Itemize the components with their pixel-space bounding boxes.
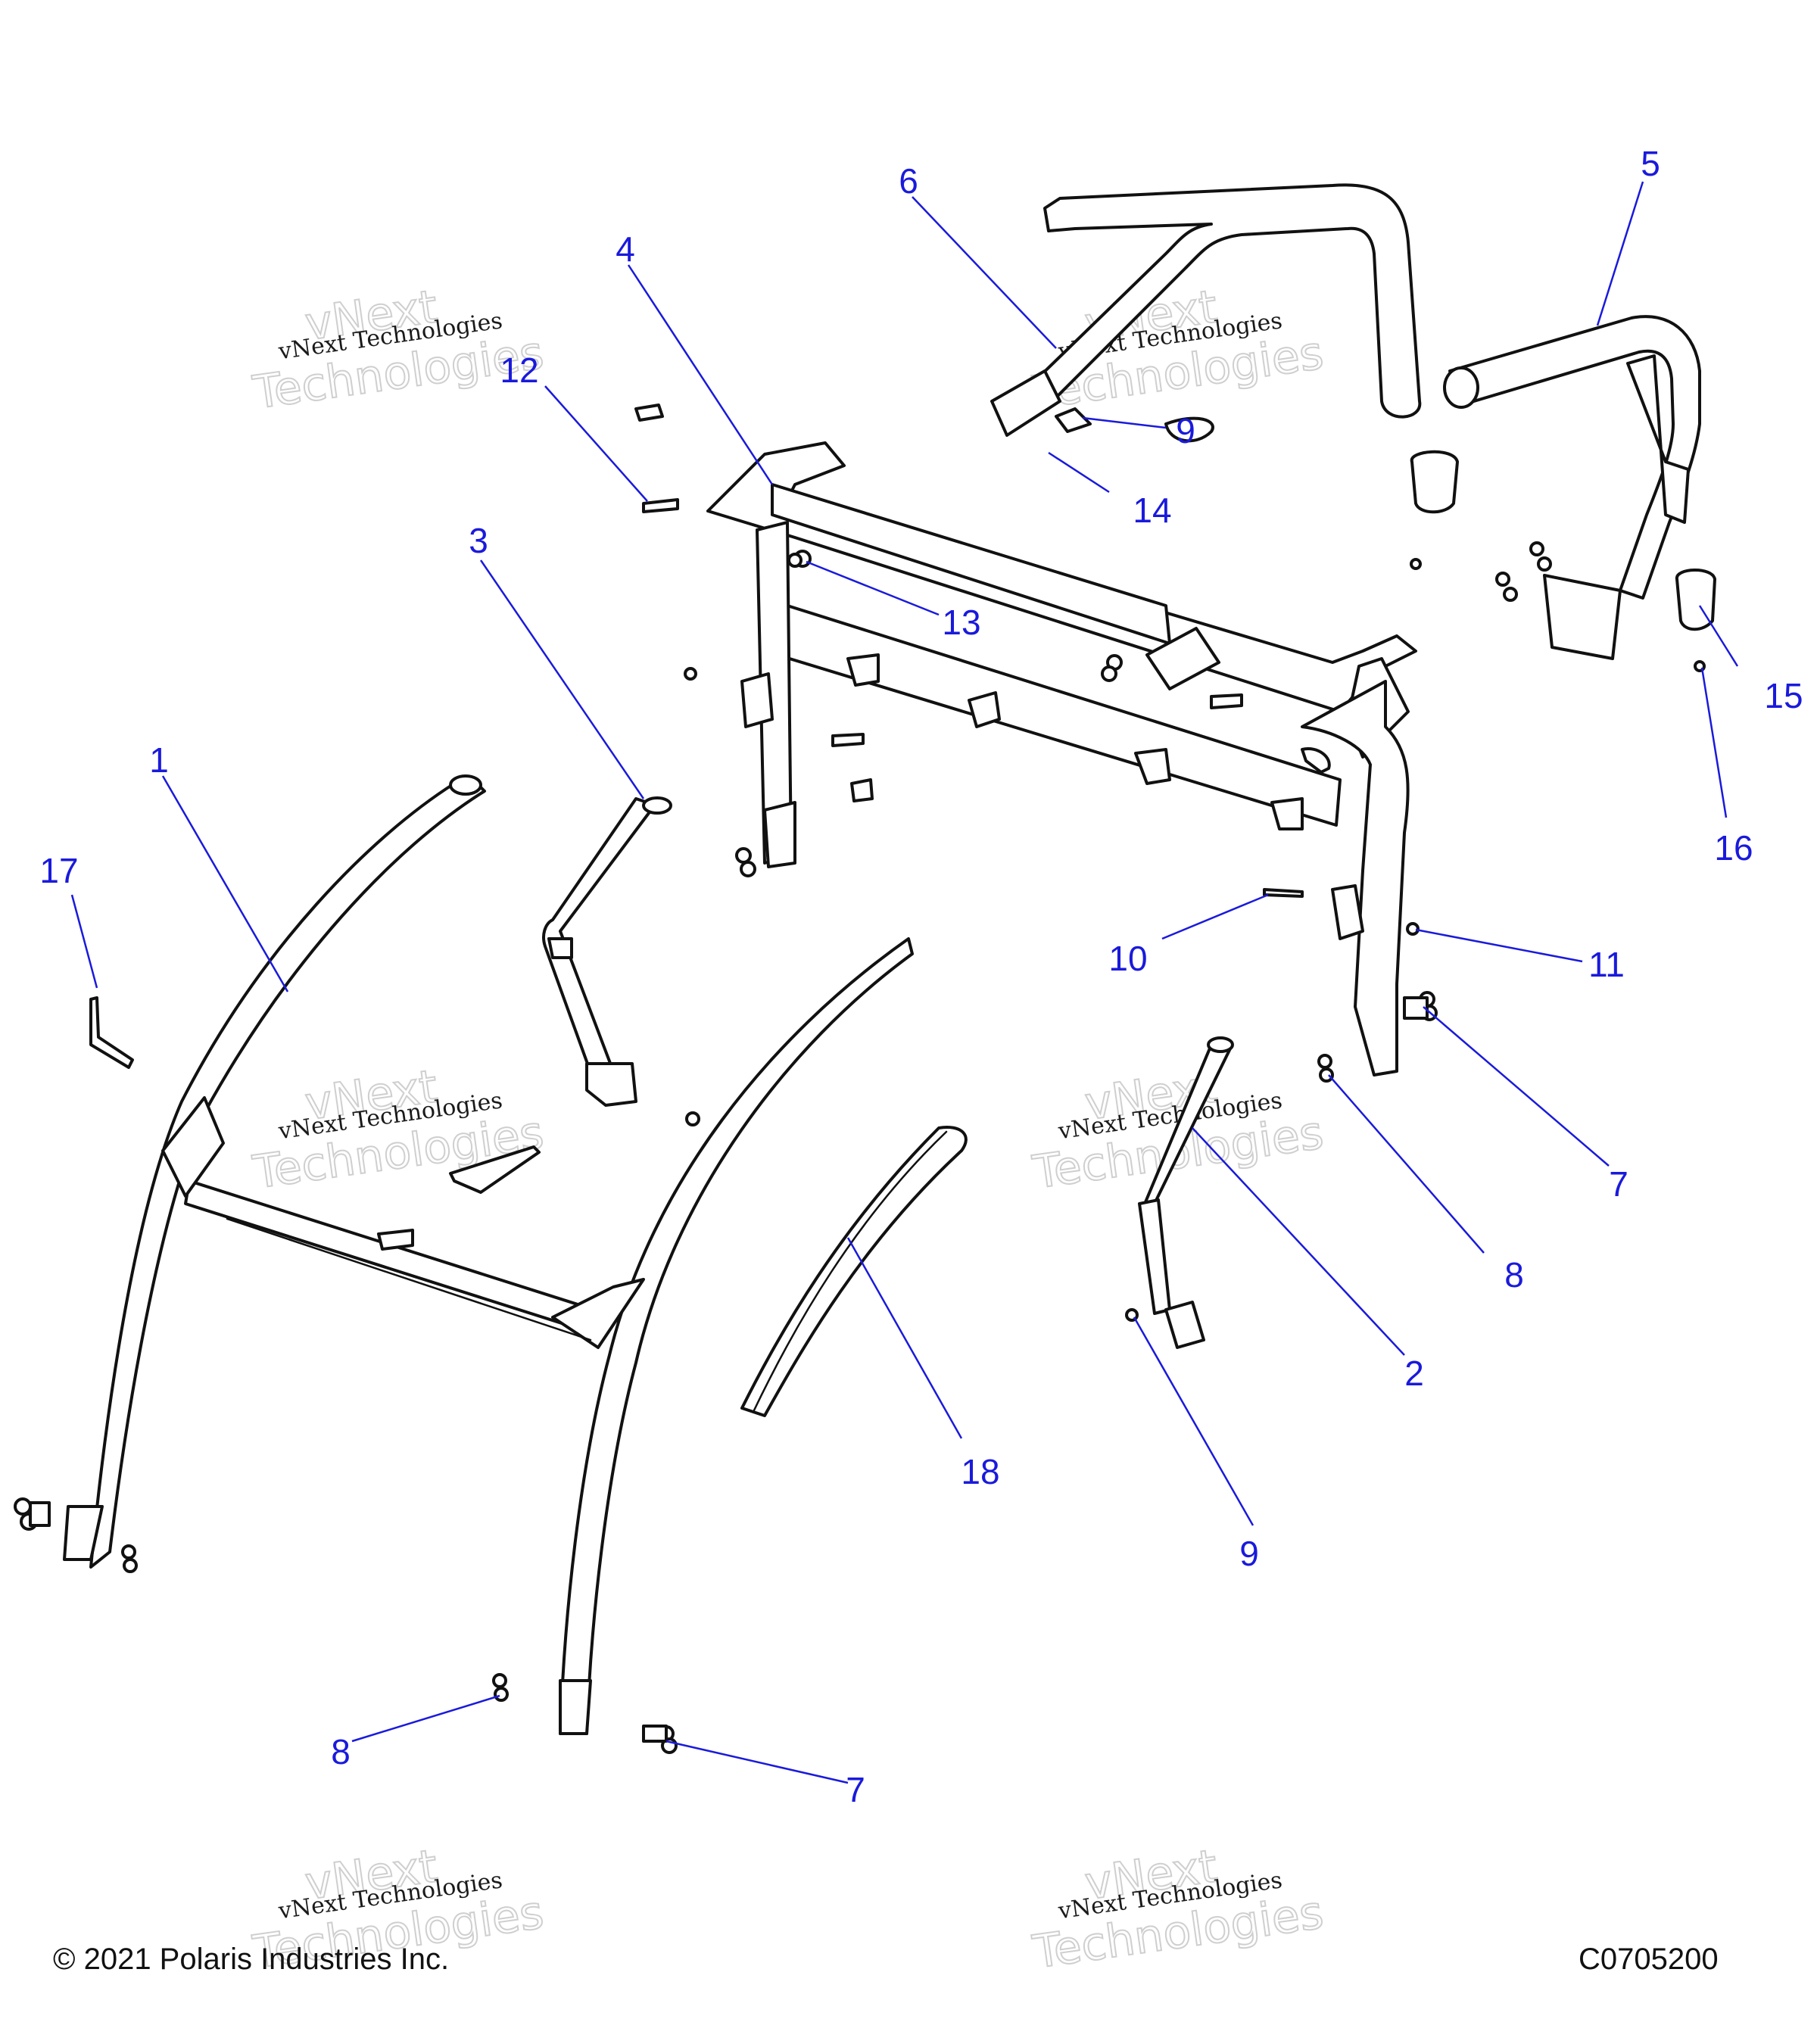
callout-9-upper: 9 [1176, 411, 1195, 450]
leader-lines [70, 181, 1739, 1784]
part-18-seal [740, 1126, 968, 1417]
callout-11: 11 [1588, 945, 1625, 984]
callout-6: 6 [899, 161, 918, 201]
watermark: vNext vNext Technologies Technologies [1029, 1839, 1327, 1980]
callout-7-lower: 7 [846, 1770, 865, 1809]
callout-2: 2 [1404, 1354, 1424, 1393]
callout-8-upper: 8 [1504, 1255, 1524, 1295]
part-3-brace [542, 796, 672, 1107]
part-6-upper-bar [990, 183, 1422, 443]
watermark: vNext vNext Technologies Technologies [249, 279, 547, 420]
callout-7-upper: 7 [1609, 1164, 1628, 1204]
callout-17: 17 [39, 851, 78, 890]
callout-18: 18 [961, 1452, 999, 1491]
callout-10: 10 [1108, 939, 1147, 978]
callout-16: 16 [1714, 828, 1753, 868]
callout-5: 5 [1641, 144, 1660, 183]
part-1-front-hoop [14, 774, 914, 1754]
callout-numbers: 1 2 3 4 5 6 7 7 8 8 9 9 10 11 12 13 14 1… [39, 144, 1803, 1809]
callout-12: 12 [500, 351, 538, 390]
callout-1: 1 [149, 740, 169, 780]
callout-9-lower: 9 [1239, 1534, 1259, 1573]
part-4-rear-frame [642, 441, 1417, 1077]
callout-13: 13 [942, 603, 980, 642]
callout-15: 15 [1764, 676, 1803, 715]
part-2-brace [1125, 1036, 1334, 1349]
callout-14: 14 [1133, 491, 1171, 530]
copyright-notice: © 2021 Polaris Industries Inc. [53, 1943, 450, 1976]
callout-4: 4 [616, 229, 635, 269]
hardware-right [634, 404, 1438, 1021]
callout-8-lower: 8 [331, 1732, 351, 1771]
watermark: vNext vNext Technologies Technologies [1029, 279, 1327, 420]
callout-3: 3 [469, 521, 488, 560]
part-5-rear-bar [1410, 315, 1716, 672]
watermark: vNext vNext Technologies Technologies [1029, 1059, 1327, 1200]
drawing-number: C0705200 [1579, 1943, 1719, 1976]
part-17-clip [89, 996, 541, 1194]
